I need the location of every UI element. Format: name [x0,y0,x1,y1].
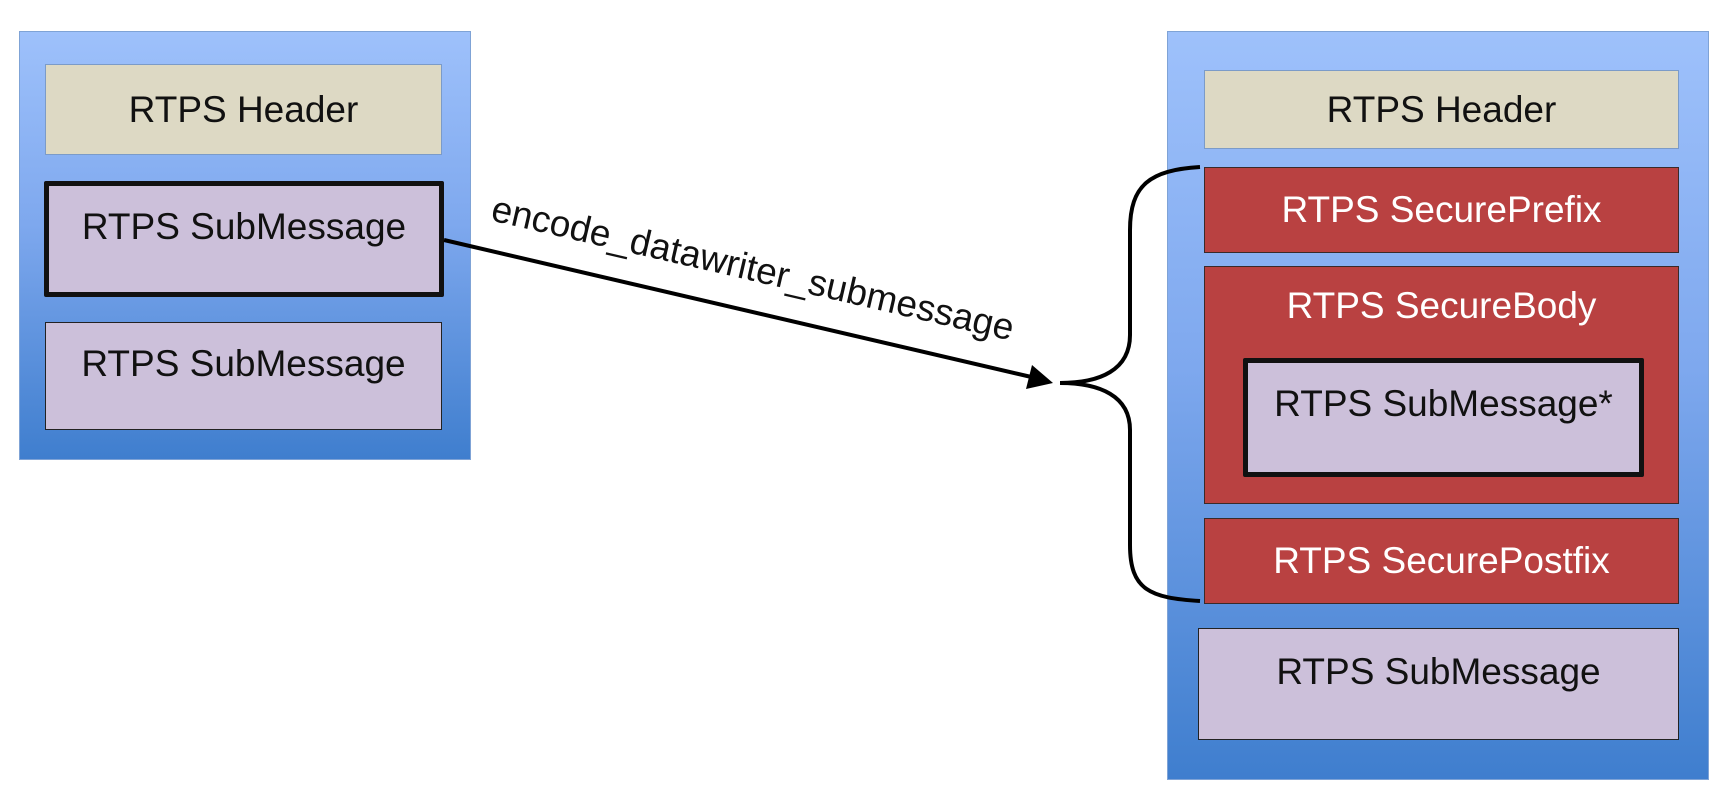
left-rtps-submessage: RTPS SubMessage [45,322,442,430]
arrow-head-icon [1026,365,1053,389]
right-rtps-header: RTPS Header [1204,70,1679,149]
left-rtps-header: RTPS Header [45,64,442,155]
curly-brace [1059,165,1201,603]
encoded-submessage: RTPS SubMessage* [1243,358,1644,477]
left-rtps-submessage-selected: RTPS SubMessage [44,181,444,297]
transform-arrow [443,238,1053,389]
right-rtps-submessage: RTPS SubMessage [1198,628,1679,740]
secure-body-label: RTPS SecureBody [1286,285,1597,326]
secure-postfix: RTPS SecurePostfix [1204,518,1679,604]
secure-prefix: RTPS SecurePrefix [1204,167,1679,253]
